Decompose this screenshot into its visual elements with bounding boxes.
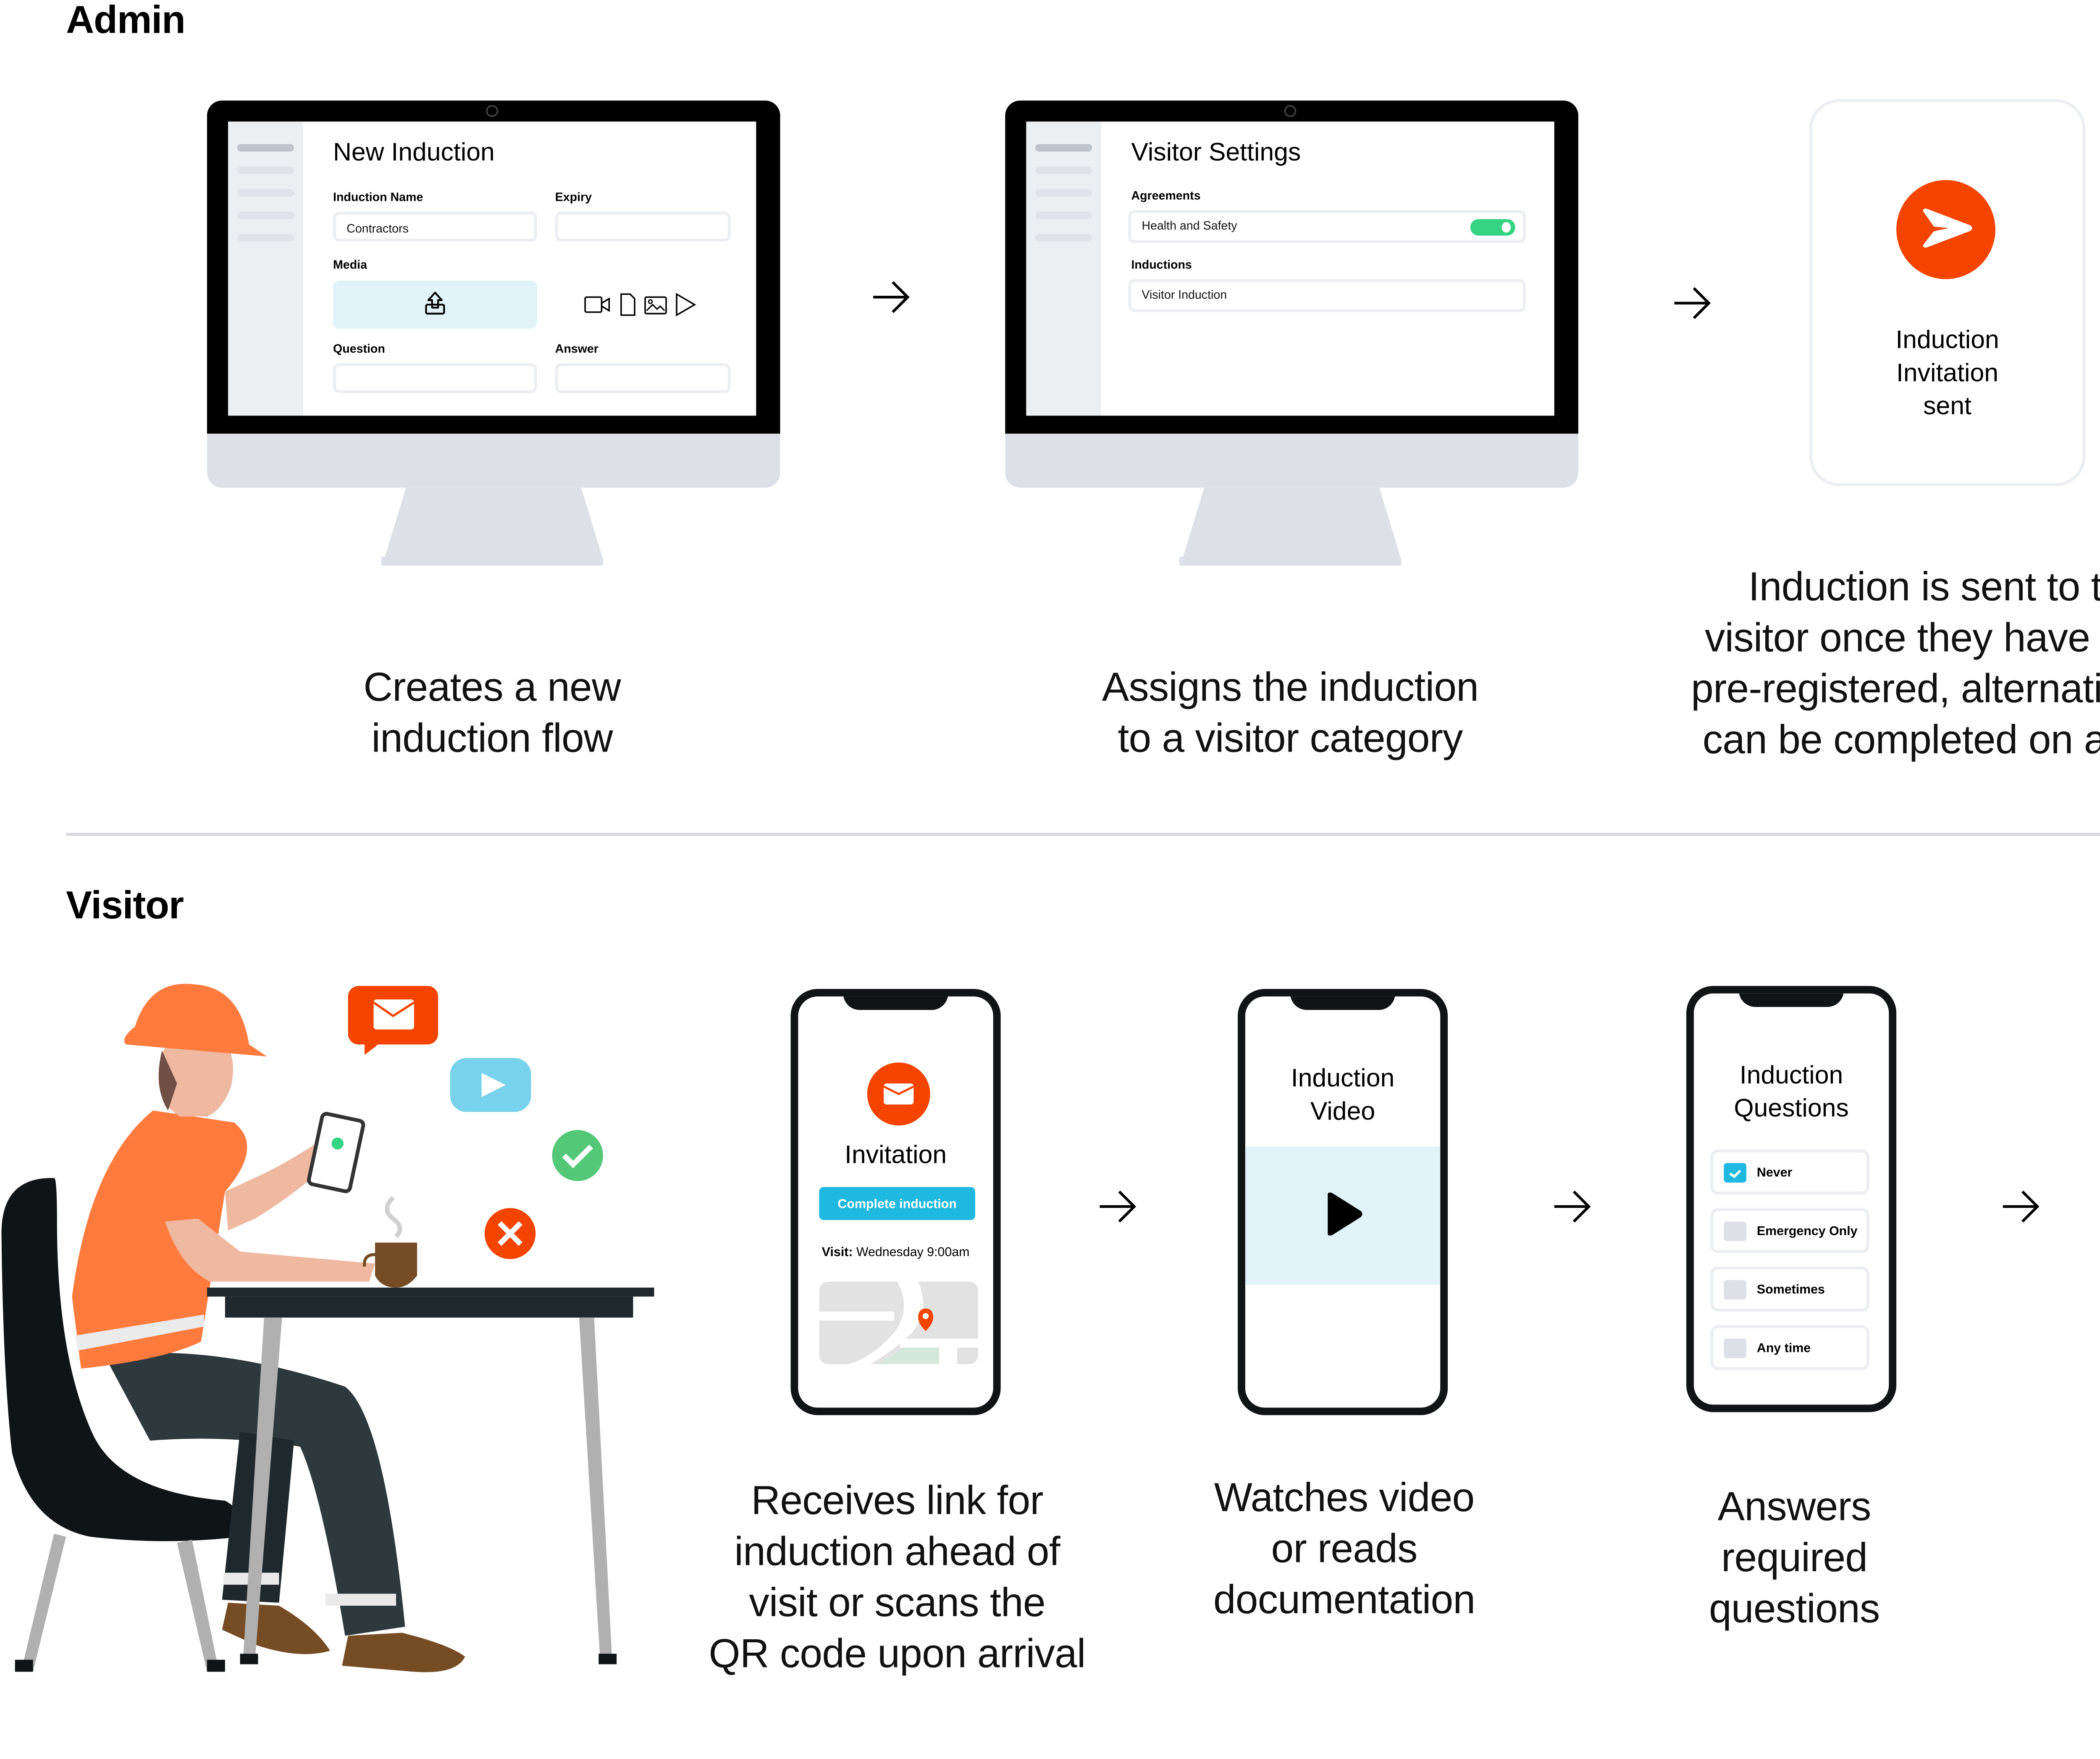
arrow-right-icon (1100, 1190, 1137, 1223)
camera-icon (486, 105, 498, 117)
field-label-answer: Answer (555, 342, 598, 356)
video-camera-icon (584, 296, 610, 313)
answer-option-emergency-only[interactable]: Emergency Only (1710, 1208, 1869, 1253)
invitation-sent-text: Induction Invitation sent (1895, 326, 1999, 421)
phone-induction-questions: Induction Questions Never Emergency Only… (1686, 986, 1897, 1412)
sidebar (1026, 121, 1101, 416)
send-icon (1896, 180, 1995, 279)
induction-select[interactable]: Visitor Induction (1128, 279, 1526, 312)
toggle-knob (1502, 222, 1511, 233)
section-divider (66, 833, 2100, 836)
phone-notch (843, 996, 948, 1010)
field-label-question: Question (333, 342, 385, 356)
field-label-expiry: Expiry (555, 190, 592, 204)
location-pin-icon (918, 1308, 933, 1331)
mail-bubble-icon (348, 986, 438, 1055)
caption-admin-step-3: Induction is sent to the visitor once th… (1691, 564, 2100, 762)
invitation-title: Invitation (844, 1140, 947, 1169)
upload-icon (425, 292, 445, 315)
checkbox[interactable] (1724, 1280, 1746, 1300)
check-circle-icon (552, 1130, 603, 1181)
induction-video-title: Induction Video (1291, 1064, 1395, 1126)
visitor-settings-screen: Visitor Settings Agreements Health and S… (1026, 121, 1554, 416)
field-label-media: Media (333, 258, 367, 272)
phone-notch (1739, 993, 1844, 1007)
close-circle-icon (484, 1208, 536, 1259)
answer-option-never[interactable]: Never (1710, 1149, 1869, 1195)
question-input[interactable] (333, 363, 537, 393)
play-icon (676, 293, 696, 317)
monitor-visitor-settings: Visitor Settings Agreements Health and S… (1005, 100, 1578, 568)
monitor-foot (1179, 557, 1402, 566)
expiry-input[interactable] (555, 211, 731, 242)
video-player[interactable] (1245, 1146, 1441, 1285)
visit-label: Visit: (822, 1244, 853, 1259)
caption-admin-step-1: Creates a new induction flow (363, 665, 621, 761)
media-type-icons (584, 293, 696, 317)
agreement-label: Health and Safety (1142, 219, 1237, 233)
caption-visitor-step-1: Receives link for induction ahead of vis… (709, 1478, 1086, 1677)
option-label: Any time (1756, 1340, 1811, 1355)
arrow-right-icon (1674, 287, 1711, 319)
visit-info: Visit: Wednesday 9:00am (798, 1244, 993, 1259)
phone-notch (1290, 996, 1396, 1010)
complete-induction-button[interactable]: Complete induction (819, 1187, 975, 1220)
checkbox[interactable] (1724, 1221, 1746, 1241)
visit-value: Wednesday 9:00am (856, 1244, 970, 1259)
checkbox[interactable] (1724, 1338, 1746, 1358)
monitor-new-induction: New Induction Induction Name Contractors… (207, 100, 780, 568)
new-induction-screen: New Induction Induction Name Contractors… (228, 121, 756, 416)
invitation-sent-card: Induction Invitation sent (1809, 99, 2086, 486)
visitor-section-title: Visitor (66, 882, 184, 928)
health-safety-toggle[interactable] (1470, 219, 1515, 236)
induction-questions-title: Induction Questions (1734, 1061, 1849, 1123)
caption-visitor-step-4: Induction is complete (2075, 1484, 2100, 1586)
option-label: Never (1756, 1164, 1793, 1180)
screen-title: New Induction (333, 138, 495, 167)
mail-icon (867, 1062, 930, 1126)
answer-input[interactable] (555, 363, 731, 393)
map-preview[interactable] (819, 1281, 979, 1365)
caption-admin-step-2: Assigns the induction to a visitor categ… (1102, 665, 1479, 761)
image-icon (644, 296, 667, 315)
camera-icon (1284, 105, 1297, 117)
arrow-right-icon (873, 281, 910, 313)
document-icon (620, 293, 635, 316)
check-icon (1729, 1170, 1741, 1178)
induction-name-input[interactable]: Contractors (333, 211, 537, 242)
agreement-row-health-safety[interactable]: Health and Safety (1128, 210, 1526, 243)
admin-section-title: Admin (66, 0, 186, 42)
arrow-right-icon (2003, 1190, 2040, 1223)
media-upload-dropzone[interactable] (333, 280, 537, 329)
option-label: Sometimes (1756, 1281, 1825, 1297)
field-label-induction-name: Induction Name (333, 190, 423, 204)
caption-visitor-step-3: Answers required questions (1709, 1484, 1880, 1631)
inductions-label: Inductions (1131, 258, 1192, 272)
answer-option-any-time[interactable]: Any time (1710, 1325, 1869, 1370)
caption-visitor-step-2: Watches video or reads documentation (1213, 1475, 1475, 1622)
option-label: Emergency Only (1756, 1223, 1858, 1238)
monitor-stand (384, 487, 603, 560)
screen-title: Visitor Settings (1131, 138, 1301, 167)
video-bubble-icon (450, 1058, 531, 1112)
monitor-chin (1005, 434, 1578, 488)
monitor-foot (381, 557, 603, 566)
phone-induction-video: Induction Video (1237, 989, 1448, 1415)
phone-invitation: Invitation Complete induction Visit: Wed… (790, 989, 1001, 1415)
monitor-stand (1182, 487, 1402, 560)
checkbox-checked[interactable] (1724, 1163, 1746, 1183)
answer-option-sometimes[interactable]: Sometimes (1710, 1266, 1869, 1312)
monitor-chin (207, 434, 780, 488)
sidebar (228, 121, 303, 416)
arrow-right-icon (1554, 1190, 1591, 1223)
play-icon[interactable] (1325, 1191, 1364, 1236)
agreements-label: Agreements (1131, 189, 1201, 203)
worker-illustration (1, 983, 654, 1672)
